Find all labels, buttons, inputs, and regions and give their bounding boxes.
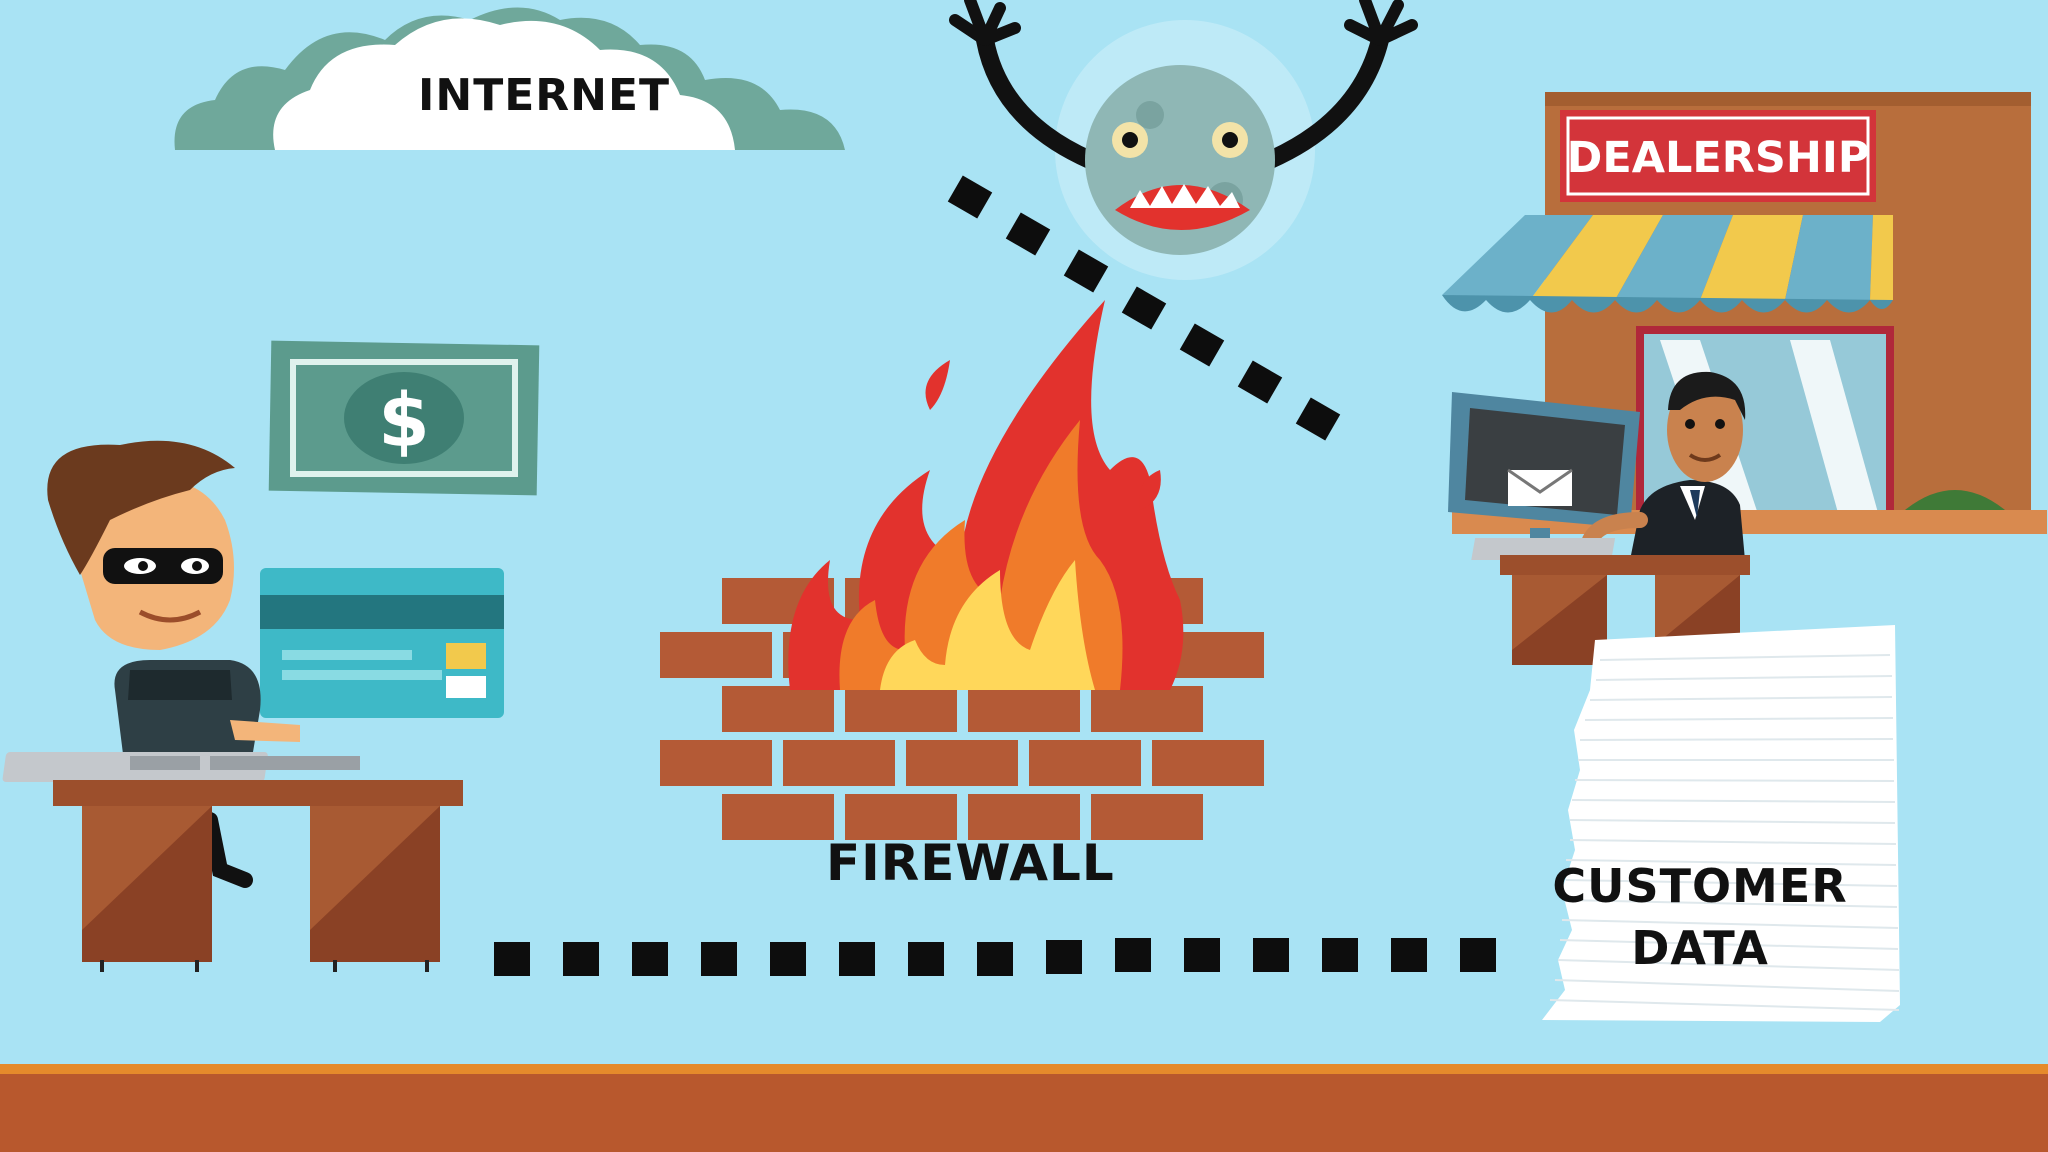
customer-data-label: CUSTOMER DATA: [1540, 855, 1860, 979]
ground-top-stripe: [0, 1064, 2048, 1074]
awning-icon: [1442, 215, 1893, 313]
internet-label: INTERNET: [418, 70, 670, 121]
desk-icon: [2, 752, 463, 972]
fire-icon: [788, 300, 1183, 690]
banknote-icon: $: [269, 341, 540, 496]
attack-path-dashes-bottom: [494, 938, 1496, 976]
firewall-label: FIREWALL: [826, 834, 1115, 892]
envelope-icon: [1508, 470, 1572, 506]
dealership-label: DEALERSHIP: [1567, 133, 1870, 183]
customer-data-line-1: CUSTOMER: [1540, 855, 1860, 917]
dollar-icon: $: [378, 378, 430, 464]
credit-card-icon: [260, 568, 504, 718]
ground-band: [0, 1074, 2048, 1152]
customer-data-line-2: DATA: [1540, 917, 1860, 979]
